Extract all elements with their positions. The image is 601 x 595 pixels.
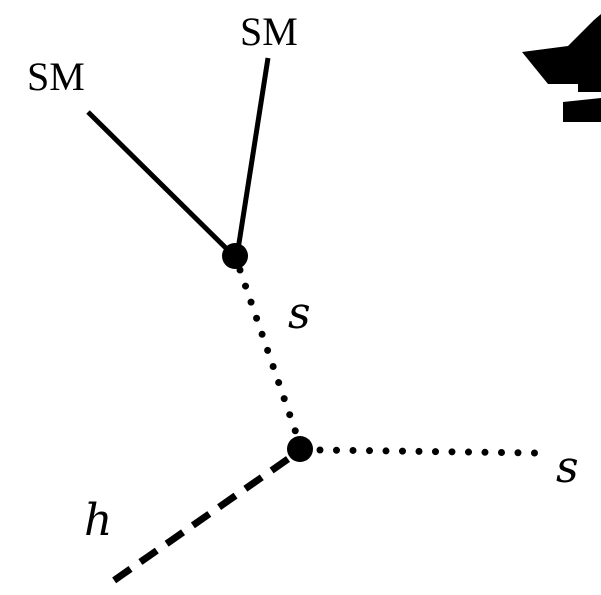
logo-silhouette bbox=[522, 14, 601, 122]
label-sm-top: SM bbox=[240, 9, 298, 54]
label-scalar-right: s bbox=[556, 442, 579, 493]
sm-line-left bbox=[88, 112, 234, 256]
label-higgs: h bbox=[84, 495, 112, 546]
sm-line-top bbox=[237, 58, 268, 256]
vertex-lower bbox=[287, 436, 313, 462]
scalar-line-right bbox=[320, 450, 536, 453]
label-scalar-upper: s bbox=[288, 288, 311, 339]
label-sm-left: SM bbox=[27, 54, 85, 99]
vertex-upper bbox=[222, 243, 248, 269]
higgs-line bbox=[106, 459, 288, 586]
